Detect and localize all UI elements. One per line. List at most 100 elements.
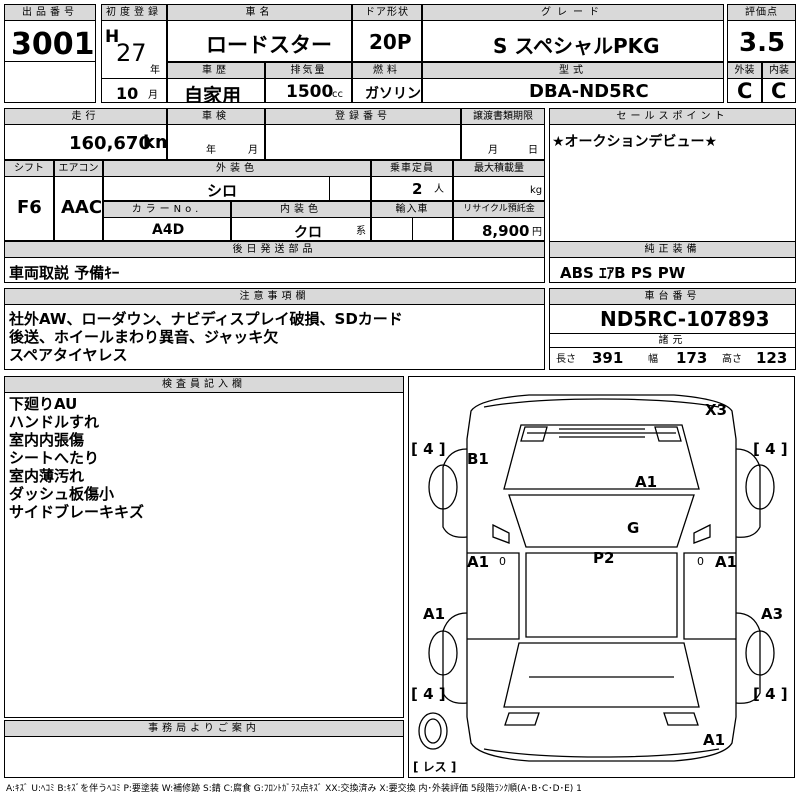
year-unit: 年 (150, 65, 160, 76)
displacement: 1500 (286, 82, 334, 102)
exterior-grade-box: 外装 C (727, 62, 762, 103)
height-value: 123 (756, 349, 788, 367)
registration-year: 27 (116, 39, 147, 67)
inspector-note-line: ダッシュ板傷小 (9, 485, 115, 503)
caution-notes-label: 注意事項欄 (5, 289, 544, 305)
tire-rl-depth: [ 4 ] (411, 685, 446, 703)
inspection-year-unit: 年 (206, 145, 216, 156)
color-number-label: カラーNo. (104, 202, 230, 218)
mirror-right (693, 523, 711, 544)
displacement-box: 排気量 1500 cc (265, 62, 352, 103)
genuine-equipment: ABS ｴｱB PS PW (560, 264, 686, 282)
caution-note-line: スペアタイヤレス (9, 346, 128, 364)
model-code-label: 型式 (423, 63, 723, 79)
tire-rr-depth: [ 4 ] (753, 685, 788, 703)
tire-fl-depth: [ 4 ] (411, 440, 446, 458)
recycle-deposit: 8,900 (482, 222, 530, 240)
lot-number-label: 出品番号 (5, 5, 95, 21)
rear-bumper (483, 748, 720, 758)
windshield (508, 494, 695, 548)
inspector-note-line: 室内内張傷 (9, 431, 85, 449)
mileage-unit: km (143, 132, 166, 153)
front-left-fender (442, 448, 468, 538)
front-bumper (483, 398, 720, 408)
aircon-label: エアコン (55, 161, 102, 177)
inspection-label: 車検 (168, 109, 264, 125)
max-load-box: 最大積載量 kg (453, 160, 545, 201)
max-load-label: 最大積載量 (454, 161, 544, 177)
grade: S スペシャルPKG (493, 34, 660, 58)
import-label: 輸入車 (372, 202, 452, 218)
import-box: 輸入車 (371, 201, 453, 241)
exterior-color-label: 外装色 (104, 161, 370, 177)
rear-left-fender (442, 612, 468, 704)
interior-color-box: 内装色 クロ 系 (231, 201, 371, 241)
office-notes-box: 事務局よりご案内 (4, 720, 404, 778)
chassis-number-box: 車台番号 ND5RC-107893 諸元 長さ 391 幅 173 高さ 123 (549, 288, 796, 370)
mark-a1-left-rear: A1 (423, 605, 445, 623)
taillight-left (504, 712, 540, 726)
history-box: 車歴 自家用 (167, 62, 265, 103)
grade-box: グレード S スペシャルPKG (422, 4, 724, 62)
registration-month: 10 (116, 84, 139, 103)
mileage-box: 走行 160,670 km (4, 108, 167, 160)
rear-deck (503, 642, 700, 708)
recycle-deposit-box: リサイクル預託金 8,900 円 (453, 201, 545, 241)
mark-a1-right-door: A1 (715, 553, 737, 571)
registration-number-label: 登録番号 (266, 109, 460, 125)
model-code: DBA-ND5RC (529, 81, 649, 102)
mileage-label: 走行 (5, 109, 166, 125)
length-value: 391 (592, 349, 624, 367)
transfer-month-unit: 月 (488, 145, 498, 156)
sales-point: ★オークションデビュー★ (552, 134, 718, 150)
car-outline (466, 394, 737, 762)
lot-number: 30010 (11, 27, 95, 62)
inspector-notes-text: 下廻りAU ハンドルすれ 室内内張傷 シートへたり 室内薄汚れ ダッシュ板傷小 … (9, 395, 144, 521)
capacity-unit: 人 (434, 184, 444, 195)
caution-note-line: 社外AW、ローダウン、ナビディスプレイ破損、SDカード (9, 310, 403, 328)
sales-point-box: セールスポイント ★オークションデビュー★ (549, 108, 796, 256)
score-label: 評価点 (728, 5, 795, 21)
length-label: 長さ (556, 354, 576, 365)
fuel-box: 燃料 ガソリン (352, 62, 422, 103)
car-name: ロードスター (206, 33, 332, 57)
color-number-box: カラーNo. A4D (103, 201, 231, 241)
mark-a3-right-rear: A3 (761, 605, 783, 623)
mark-x3: X3 (705, 401, 727, 419)
exterior-grade-label: 外装 (728, 63, 761, 79)
fuel: ガソリン (365, 86, 421, 102)
inspector-notes-label: 検査員記入欄 (5, 377, 403, 393)
later-shipped-items-label: 後日発送部品 (5, 242, 544, 258)
mark-g: G (627, 519, 639, 537)
car-name-box: 車名 ロードスター (167, 4, 352, 62)
door-type: 20P (369, 30, 412, 54)
width-label: 幅 (648, 354, 658, 365)
interior-grade-box: 内装 C (762, 62, 796, 103)
inspection-month-unit: 月 (248, 145, 258, 156)
zero-mark-left: 0 (499, 555, 506, 568)
score-box: 評価点 3.5 (727, 4, 796, 62)
mileage: 160,670 (69, 133, 151, 154)
mark-a1-bottom: A1 (703, 731, 725, 749)
width-value: 173 (676, 349, 708, 367)
rear-right-fender (735, 612, 761, 704)
inspector-note-line: 下廻りAU (9, 395, 78, 413)
recycle-unit: 円 (532, 227, 542, 238)
inspector-note-line: 室内薄汚れ (9, 467, 85, 485)
inspector-note-line: ハンドルすれ (9, 413, 100, 431)
spare-tire-label: [ レス ] (413, 760, 456, 774)
inspector-note-line: シートへたり (9, 449, 100, 467)
spec-label: 諸元 (658, 335, 687, 346)
height-label: 高さ (722, 354, 742, 365)
aircon-box: エアコン AAC (54, 160, 103, 241)
genuine-equipment-box: 純正装備 ABS ｴｱB PS PW (549, 241, 796, 283)
door-right (683, 552, 736, 640)
color-number: A4D (152, 222, 185, 238)
registration-number-box: 登録番号 (265, 108, 461, 160)
door-type-box: ドア形状 20P (352, 4, 422, 62)
caution-note-line: 後送、ホイールまわり異音、ジャッキ欠 (9, 328, 279, 346)
history-label: 車歴 (168, 63, 264, 79)
displacement-unit: cc (332, 89, 343, 100)
car-diagram-svg: X3 B1 A1 G P2 A1 A1 A1 A3 A1 [ 4 ] [ 4 ]… (411, 394, 788, 774)
first-registration-label: 初度登録 (102, 5, 166, 21)
